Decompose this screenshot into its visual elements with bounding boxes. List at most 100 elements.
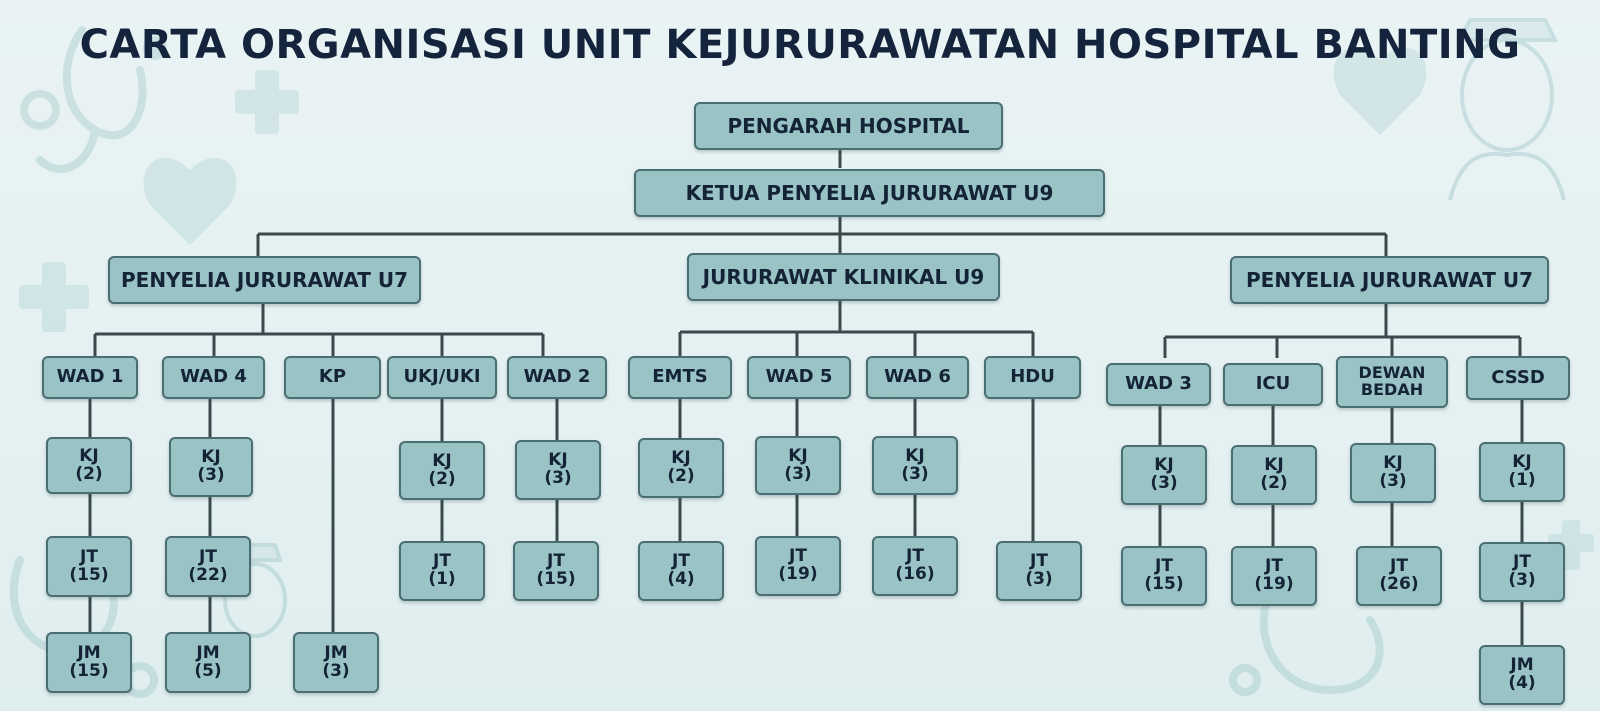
- unit-label: CSSD: [1491, 366, 1545, 388]
- staff-code: KJ: [79, 445, 99, 466]
- staff-code: KJ: [1154, 455, 1174, 476]
- unit-label: KP: [318, 366, 347, 388]
- staff-code: JT: [199, 546, 217, 567]
- staff-code: KJ: [1383, 453, 1403, 474]
- unit-label-line-2: BEDAH: [1360, 380, 1424, 399]
- unit-wad-4: WAD 4: [162, 356, 265, 399]
- unit-wad-6: WAD 6: [866, 356, 969, 399]
- staff-jt-box: JT(19): [1231, 546, 1317, 606]
- staff-code: JM: [324, 642, 348, 663]
- staff-count: (3): [1379, 471, 1407, 491]
- staff-count: (15): [1144, 574, 1184, 594]
- staff-count: (15): [536, 569, 576, 589]
- unit-ukj-uki: UKJ/UKI: [387, 356, 497, 399]
- staff-kj-box: KJ(3): [515, 440, 601, 500]
- staff-code: KJ: [1512, 452, 1532, 473]
- heart-pulse-icon: [143, 157, 237, 245]
- branch-center-box: JURURAWAT KLINIKAL U9: [687, 253, 1000, 301]
- staff-kj-box: KJ(1): [1479, 442, 1565, 502]
- director-label: PENGARAH HOSPITAL: [727, 113, 970, 138]
- branch-right-box: PENYELIA JURURAWAT U7: [1230, 256, 1549, 304]
- unit-label: WAD 2: [523, 366, 591, 388]
- director-box: PENGARAH HOSPITAL: [694, 102, 1003, 150]
- staff-code: JM: [196, 642, 220, 663]
- unit-kp: KP: [284, 356, 381, 399]
- unit-wad-1: WAD 1: [42, 356, 138, 399]
- unit-label: WAD 1: [56, 366, 124, 388]
- unit-label: UKJ/UKI: [403, 366, 481, 388]
- staff-code: KJ: [1264, 455, 1284, 476]
- staff-code: KJ: [905, 445, 925, 466]
- staff-count: (3): [322, 660, 350, 681]
- staff-count: (3): [901, 463, 929, 484]
- staff-count: (19): [1254, 574, 1294, 594]
- staff-count: (15): [69, 564, 109, 585]
- chief-label: KETUA PENYELIA JURURAWAT U9: [685, 180, 1054, 205]
- nurse-icon: [1448, 18, 1566, 201]
- staff-code: JM: [1510, 655, 1534, 676]
- staff-count: (4): [667, 569, 695, 589]
- staff-code: KJ: [671, 448, 691, 469]
- unit-label: WAD 6: [884, 366, 951, 388]
- staff-jm-box: JM(4): [1479, 645, 1565, 705]
- unit-label-line-1: DEWAN: [1358, 363, 1426, 383]
- staff-jm-box: JM(3): [293, 632, 379, 693]
- staff-count: (3): [784, 463, 812, 484]
- staff-count: (3): [1150, 473, 1178, 493]
- staff-jt-box: JT(15): [1121, 546, 1207, 606]
- staff-code: JT: [1030, 551, 1048, 572]
- staff-jt-box: JT(22): [165, 536, 251, 597]
- stethoscope-icon: [20, 26, 167, 173]
- staff-kj-box: KJ(3): [1350, 443, 1436, 503]
- unit-emts: EMTS: [628, 356, 732, 399]
- unit-wad-3: WAD 3: [1106, 363, 1211, 406]
- staff-count: (16): [895, 564, 935, 584]
- unit-cssd: CSSD: [1466, 356, 1570, 400]
- connector: [256, 216, 1388, 256]
- staff-code: JM: [77, 642, 101, 663]
- stethoscope-icon: [1229, 586, 1384, 696]
- staff-jt-box: JT(19): [755, 536, 841, 596]
- staff-count: (2): [1260, 473, 1288, 493]
- staff-kj-box: KJ(2): [1231, 445, 1317, 505]
- staff-jm-box: JM(15): [46, 632, 132, 693]
- staff-code: JT: [1390, 556, 1408, 577]
- staff-code: KJ: [548, 450, 568, 471]
- heart-pulse-icon: [1333, 47, 1427, 135]
- staff-code: JT: [789, 546, 807, 567]
- unit-icu: ICU: [1223, 363, 1323, 406]
- staff-count: (2): [428, 468, 456, 489]
- unit-label: WAD 5: [765, 366, 833, 388]
- staff-kj-box: KJ(3): [169, 437, 253, 497]
- unit-dewan-bedah: DEWAN BEDAH: [1336, 356, 1448, 408]
- staff-jt-box: JT(1): [399, 541, 485, 601]
- connector: [1163, 304, 1522, 358]
- staff-jt-box: JT(4): [638, 541, 724, 601]
- staff-code: JT: [1265, 556, 1283, 577]
- staff-count: (19): [778, 564, 818, 584]
- staff-count: (4): [1508, 673, 1536, 693]
- staff-count: (22): [188, 564, 228, 585]
- staff-count: (3): [1025, 569, 1053, 589]
- unit-label: WAD 4: [180, 366, 247, 388]
- staff-jt-box: JT(15): [46, 536, 132, 597]
- unit-wad-2: WAD 2: [507, 356, 607, 399]
- medical-cross-icon: [19, 262, 89, 332]
- unit-wad-5: WAD 5: [747, 356, 851, 399]
- staff-count: (1): [1508, 470, 1536, 490]
- staff-jt-box: JT(16): [872, 536, 958, 596]
- staff-code: JT: [80, 546, 98, 567]
- staff-kj-box: KJ(2): [46, 437, 132, 494]
- staff-count: (1): [428, 569, 456, 589]
- staff-count: (2): [667, 466, 695, 486]
- staff-code: JT: [547, 551, 565, 572]
- staff-kj-box: KJ(2): [399, 441, 485, 500]
- branch-left-label: PENYELIA JURURAWAT U7: [121, 267, 408, 292]
- staff-jm-box: JM(5): [165, 632, 251, 693]
- staff-kj-box: KJ(3): [872, 436, 958, 495]
- staff-code: KJ: [432, 450, 452, 471]
- staff-count: (3): [544, 468, 572, 488]
- staff-count: (5): [194, 660, 222, 681]
- staff-jt-box: JT(3): [996, 541, 1082, 601]
